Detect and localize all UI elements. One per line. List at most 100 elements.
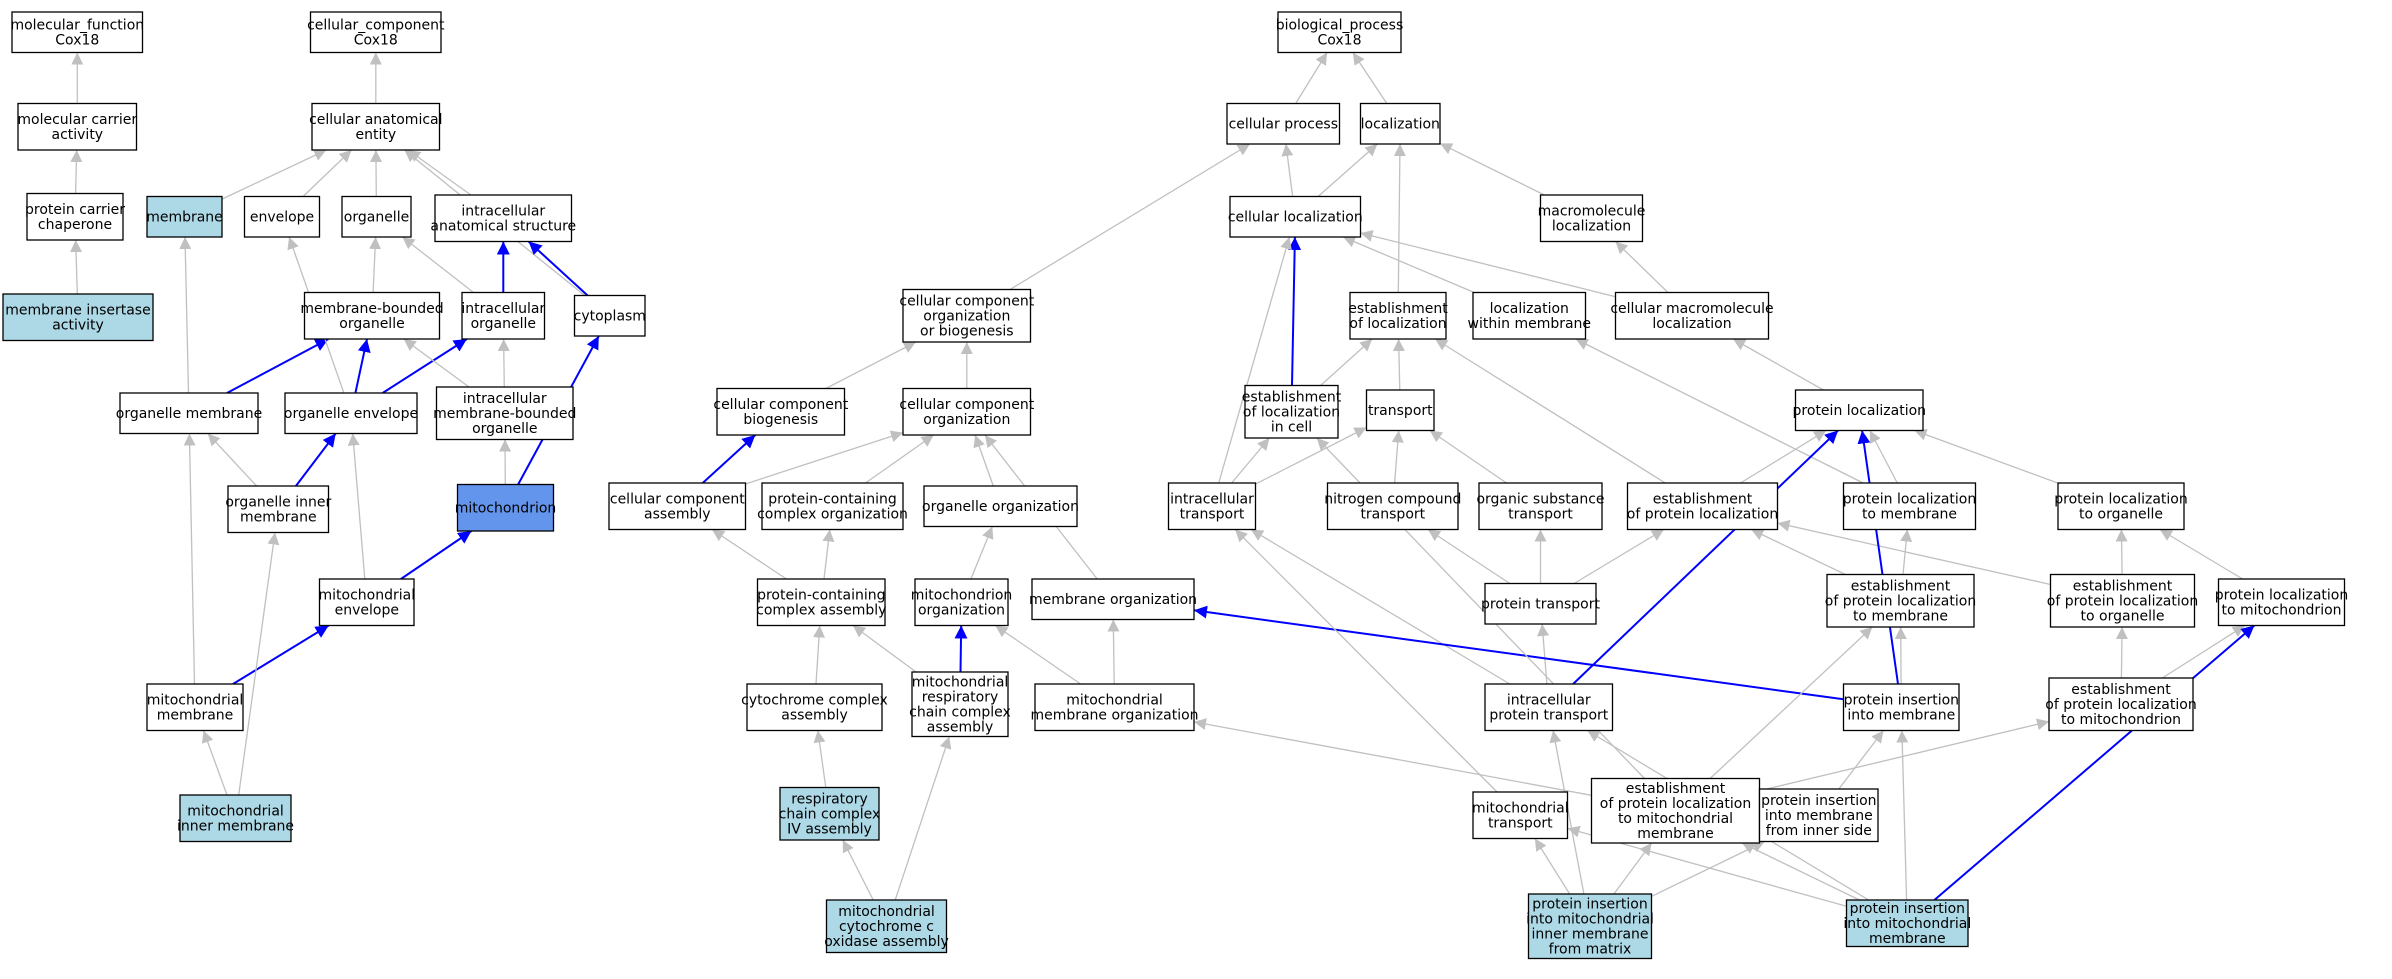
term-node-transport[interactable]: transport	[1365, 389, 1435, 432]
term-label-line: oxidase assembly	[824, 934, 949, 950]
term-box	[902, 288, 1032, 343]
term-box	[1842, 482, 1977, 531]
term-box	[756, 578, 886, 627]
term-label-line: organelle	[471, 316, 536, 332]
term-label-line: to organelle	[2079, 507, 2163, 523]
edge-ipt-to-pt	[1537, 623, 1550, 685]
term-box	[1349, 291, 1447, 340]
term-node-loc[interactable]: localization	[1359, 102, 1441, 145]
term-node-cl[interactable]: cellular localization	[1228, 195, 1363, 238]
edge-om-to-mbo	[226, 338, 329, 394]
term-node-cytoplasm[interactable]: cytoplasm	[574, 294, 646, 337]
term-node-ploc[interactable]: protein localization	[1793, 389, 1926, 432]
edge-oe-to-io	[382, 338, 468, 394]
term-node-cp[interactable]: cellular process	[1226, 102, 1341, 145]
term-label-line: chain complex	[779, 807, 881, 823]
edge-menv-to-mito	[400, 530, 472, 580]
edge-mt-to-it	[1234, 529, 1498, 793]
term-label-line: mitochondrial	[1066, 693, 1163, 709]
term-node-orgo[interactable]: organelle organization	[922, 485, 1079, 528]
term-label-line: inner membrane	[177, 819, 294, 835]
term-node-envelope[interactable]: envelope	[243, 195, 321, 238]
term-node-oe[interactable]: organelle envelope	[284, 392, 418, 435]
term-label-line: into membrane	[1847, 708, 1955, 724]
term-node-organelle[interactable]: organelle	[341, 195, 412, 238]
edge-menv-to-oe	[347, 433, 366, 580]
term-label-line: protein insertion	[1850, 901, 1965, 917]
term-box	[1244, 384, 1339, 439]
term-box	[608, 482, 747, 531]
edge-ccob-to-cp	[1009, 143, 1251, 291]
term-label-line: molecular_function	[10, 18, 144, 34]
edge-ipt-to-ploc	[1572, 429, 1839, 685]
term-box	[318, 578, 415, 627]
term-node-om[interactable]: organelle membrane	[116, 392, 262, 435]
edge-oim-to-om	[207, 433, 258, 487]
term-label-line: molecular carrier	[17, 112, 137, 128]
term-label-line: intracellular	[461, 301, 545, 317]
term-node-mito[interactable]: mitochondrion	[455, 483, 557, 532]
term-label-line: from inner side	[1766, 823, 1872, 839]
edge-pt-to-nct	[1427, 528, 1511, 585]
term-node-memo[interactable]: membrane organization	[1029, 578, 1197, 621]
term-node-membrane[interactable]: membrane	[146, 195, 223, 238]
term-box	[2048, 677, 2194, 732]
term-node-pt[interactable]: protein transport	[1481, 582, 1600, 625]
term-box	[2217, 578, 2346, 627]
term-box	[435, 386, 574, 441]
term-box	[779, 786, 880, 841]
term-box	[434, 194, 573, 243]
term-box	[309, 11, 442, 54]
